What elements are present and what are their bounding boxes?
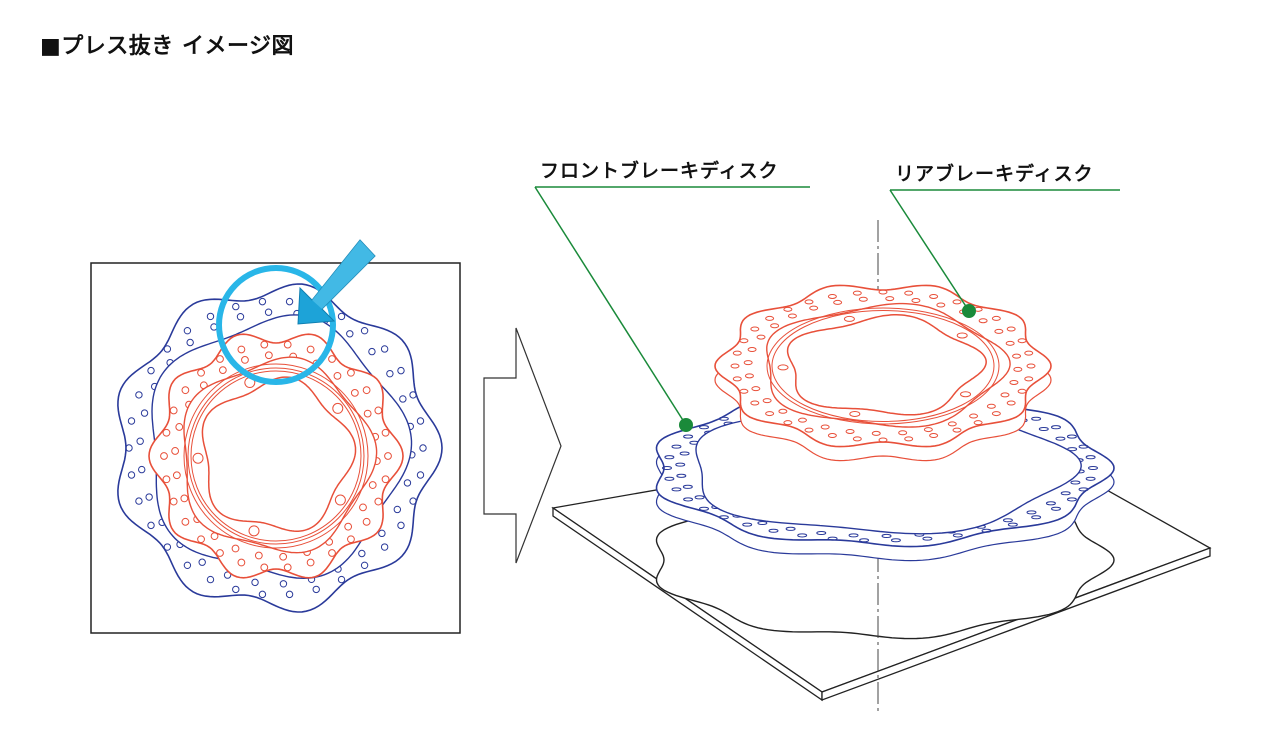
transition-arrow-icon xyxy=(483,327,562,564)
sheet-outline xyxy=(90,262,461,634)
rear-disc-flat xyxy=(148,333,404,579)
leader-lines xyxy=(534,186,1120,432)
page-title: ■プレス抜き イメージ図 xyxy=(40,34,295,59)
sheet-side-edge xyxy=(821,547,1211,701)
rear-disc-iso xyxy=(714,284,1052,462)
front-leader-dot xyxy=(679,418,693,432)
highlight-circle xyxy=(216,265,336,385)
right-3d-scene xyxy=(551,220,1212,712)
pointer-arrow-icon xyxy=(297,239,376,325)
left-panel xyxy=(90,239,461,634)
rear-leader-dot xyxy=(962,304,976,318)
callout-front-brake-disc: フロントブレーキディスク xyxy=(540,160,779,182)
callout-rear-brake-disc: リアブレーキディスク xyxy=(895,163,1094,185)
